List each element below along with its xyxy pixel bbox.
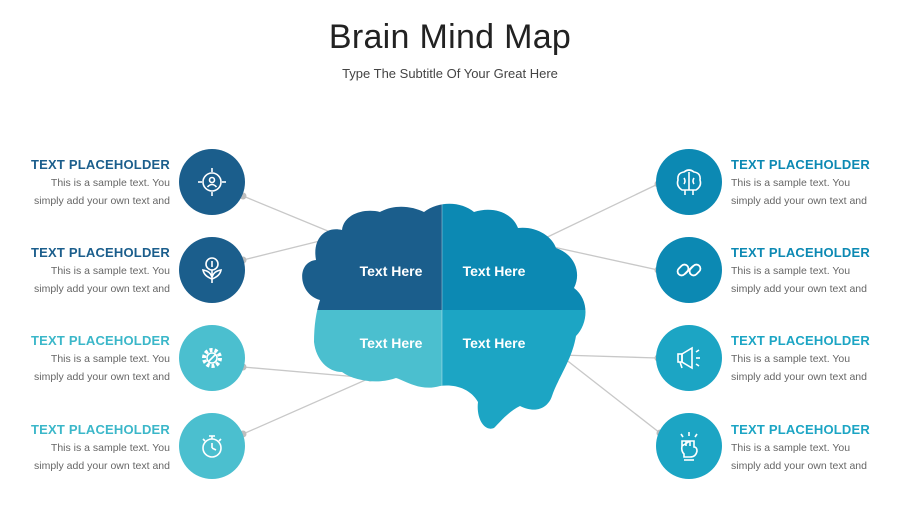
item-text: This is a sample text. You simply add yo… bbox=[731, 439, 881, 475]
brain-shape bbox=[302, 203, 586, 429]
item-text-line: simply add your own text and bbox=[34, 371, 170, 383]
item-text-line: This is a sample text. You bbox=[731, 177, 851, 189]
item-heading: TEXT PLACEHOLDER bbox=[731, 157, 870, 172]
item-text-line: This is a sample text. You bbox=[50, 177, 170, 189]
money-plant-icon bbox=[202, 257, 222, 283]
right-item-1: TEXT PLACEHOLDER This is a sample text. … bbox=[731, 157, 881, 210]
item-text: This is a sample text. You simply add yo… bbox=[731, 174, 881, 210]
right-item-2: TEXT PLACEHOLDER This is a sample text. … bbox=[731, 245, 881, 298]
connector-line bbox=[534, 183, 659, 244]
item-text-line: simply add your own text and bbox=[34, 195, 170, 207]
lobe-label: Text Here bbox=[360, 263, 423, 279]
connector-line bbox=[242, 366, 371, 379]
icon-circle bbox=[179, 325, 245, 391]
left-item-4: TEXT PLACEHOLDER This is a sample text. … bbox=[20, 422, 170, 475]
page-subtitle: Type The Subtitle Of Your Great Here bbox=[342, 66, 558, 81]
lobe-label: Text Here bbox=[463, 263, 526, 279]
icon-circle bbox=[179, 237, 245, 303]
connector-line bbox=[559, 354, 661, 434]
item-text-line: This is a sample text. You bbox=[50, 442, 170, 454]
item-text-line: This is a sample text. You bbox=[731, 353, 851, 365]
item-text-line: simply add your own text and bbox=[34, 283, 170, 295]
connector-line bbox=[242, 195, 341, 237]
item-heading: TEXT PLACEHOLDER bbox=[31, 333, 170, 348]
item-text: This is a sample text. You simply add yo… bbox=[20, 350, 170, 386]
icon-circle bbox=[656, 237, 722, 303]
left-item-2: TEXT PLACEHOLDER This is a sample text. … bbox=[20, 245, 170, 298]
right-item-3: TEXT PLACEHOLDER This is a sample text. … bbox=[731, 333, 881, 386]
item-text-line: simply add your own text and bbox=[731, 371, 867, 383]
icon-circle bbox=[179, 413, 245, 479]
item-text-line: simply add your own text and bbox=[731, 460, 867, 472]
item-text-line: simply add your own text and bbox=[731, 283, 867, 295]
icon-circle bbox=[656, 325, 722, 391]
item-text: This is a sample text. You simply add yo… bbox=[731, 262, 881, 298]
page-title: Brain Mind Map bbox=[328, 18, 572, 56]
item-heading: TEXT PLACEHOLDER bbox=[731, 422, 870, 437]
item-text: This is a sample text. You simply add yo… bbox=[20, 439, 170, 475]
target-user-icon bbox=[198, 168, 226, 196]
item-text-line: simply add your own text and bbox=[731, 195, 867, 207]
megaphone-icon bbox=[677, 346, 700, 370]
item-heading: TEXT PLACEHOLDER bbox=[31, 157, 170, 172]
item-heading: TEXT PLACEHOLDER bbox=[31, 422, 170, 437]
stopwatch-icon bbox=[202, 435, 222, 458]
brain-lobe-top-left bbox=[302, 203, 442, 310]
item-text: This is a sample text. You simply add yo… bbox=[20, 262, 170, 298]
brain-lobe-bottom-left bbox=[302, 310, 442, 429]
item-text-line: This is a sample text. You bbox=[50, 353, 170, 365]
left-item-1: TEXT PLACEHOLDER This is a sample text. … bbox=[20, 157, 170, 210]
right-item-4: TEXT PLACEHOLDER This is a sample text. … bbox=[731, 422, 881, 475]
item-heading: TEXT PLACEHOLDER bbox=[31, 245, 170, 260]
fist-icon bbox=[680, 432, 698, 461]
brain-icon bbox=[676, 169, 702, 195]
item-text: This is a sample text. You simply add yo… bbox=[20, 174, 170, 210]
connector-line bbox=[559, 354, 659, 359]
brain-lobe-bottom-right bbox=[442, 310, 586, 429]
lobe-label: Text Here bbox=[463, 335, 526, 351]
left-icon-circles bbox=[179, 149, 245, 479]
icon-circle bbox=[656, 149, 722, 215]
item-text-line: This is a sample text. You bbox=[50, 265, 170, 277]
icon-circle bbox=[656, 413, 722, 479]
connector-line bbox=[242, 377, 371, 435]
item-heading: TEXT PLACEHOLDER bbox=[731, 333, 870, 348]
gear-wrench-icon bbox=[202, 348, 222, 368]
item-text-line: This is a sample text. You bbox=[731, 265, 851, 277]
item-text: This is a sample text. You simply add yo… bbox=[731, 350, 881, 386]
icon-circle bbox=[179, 149, 245, 215]
item-text-line: simply add your own text and bbox=[34, 460, 170, 472]
item-heading: TEXT PLACEHOLDER bbox=[731, 245, 870, 260]
lobe-label: Text Here bbox=[360, 335, 423, 351]
item-text-line: This is a sample text. You bbox=[731, 442, 851, 454]
left-item-3: TEXT PLACEHOLDER This is a sample text. … bbox=[20, 333, 170, 386]
right-icon-circles bbox=[656, 149, 722, 479]
link-icon bbox=[676, 263, 702, 277]
